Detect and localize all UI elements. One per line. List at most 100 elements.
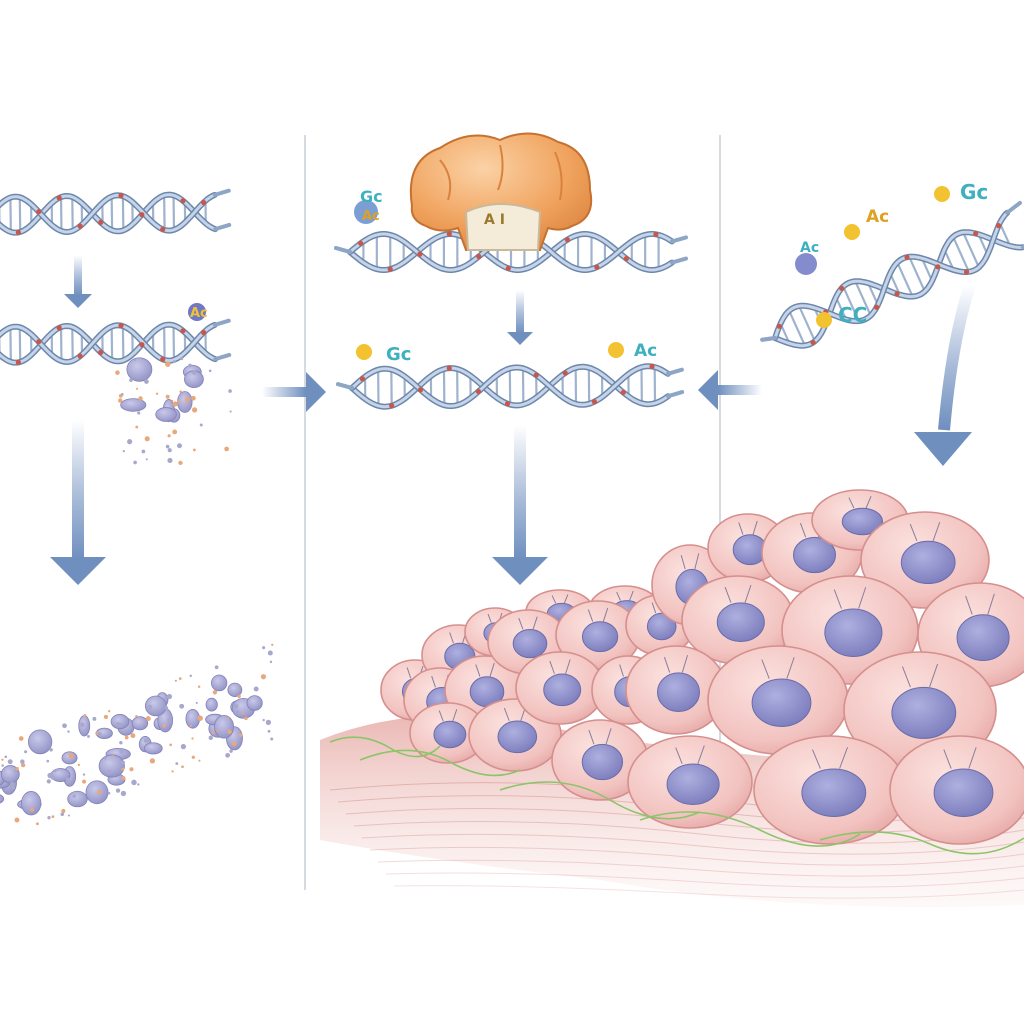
debris-speck bbox=[173, 401, 178, 406]
debris-speck bbox=[173, 360, 176, 363]
dna-helix-icon bbox=[0, 191, 229, 235]
debris-speck bbox=[51, 815, 54, 818]
cell-nucleus bbox=[513, 630, 547, 658]
debris-speck bbox=[224, 447, 229, 452]
debris-speck bbox=[127, 439, 132, 444]
cell-nucleus bbox=[934, 769, 993, 817]
cell-nucleus bbox=[667, 764, 719, 804]
debris-speck bbox=[1, 764, 4, 767]
tag-left-upper: Ac bbox=[188, 303, 208, 321]
debris-speck bbox=[135, 715, 137, 717]
debris-speck bbox=[178, 461, 182, 465]
svg-text:Gc: Gc bbox=[960, 180, 988, 204]
debris-blob bbox=[186, 709, 200, 728]
debris-speck bbox=[236, 710, 239, 713]
debris-speck bbox=[20, 759, 24, 763]
debris-speck bbox=[175, 680, 177, 682]
debris-speck bbox=[171, 400, 173, 402]
debris-blob bbox=[127, 358, 152, 382]
dna-mark bbox=[180, 328, 185, 333]
debris-speck bbox=[118, 398, 122, 402]
dna-mark bbox=[649, 364, 654, 369]
dna-rung bbox=[897, 262, 912, 296]
arrow-shaft bbox=[516, 290, 524, 333]
debris-blob bbox=[132, 717, 148, 730]
debris-speck bbox=[175, 762, 178, 765]
dna-mark bbox=[563, 370, 568, 375]
dna-mark bbox=[16, 230, 21, 235]
debris-speck bbox=[217, 730, 219, 732]
debris-speck bbox=[156, 393, 158, 395]
dna-mark bbox=[98, 220, 103, 225]
dna-mark bbox=[118, 323, 123, 328]
dna-mark bbox=[996, 223, 1001, 228]
debris-speck bbox=[92, 717, 96, 721]
svg-text:Ac: Ac bbox=[362, 209, 380, 224]
debris-speck bbox=[190, 725, 192, 727]
debris-speck bbox=[97, 790, 102, 795]
dna-end bbox=[668, 392, 682, 396]
dna-mark bbox=[904, 255, 909, 260]
debris-speck bbox=[50, 748, 53, 751]
debris-speck bbox=[215, 665, 219, 669]
dna-mark bbox=[417, 252, 422, 257]
debris-speck bbox=[82, 780, 86, 784]
debris-speck bbox=[145, 436, 150, 441]
debris-speck bbox=[228, 389, 232, 393]
dna-mark bbox=[447, 366, 452, 371]
debris-speck bbox=[177, 443, 182, 448]
cell-nucleus bbox=[717, 603, 764, 642]
svg-text:Gc: Gc bbox=[386, 344, 411, 365]
dna-mark bbox=[621, 390, 626, 395]
debris-blob bbox=[0, 794, 4, 804]
debris-speck bbox=[60, 813, 64, 817]
debris-speck bbox=[165, 361, 171, 367]
svg-text:Ac: Ac bbox=[800, 240, 819, 256]
debris-speck bbox=[209, 369, 212, 372]
debris-speck bbox=[129, 767, 133, 771]
debris-speck bbox=[167, 694, 172, 699]
debris-speck bbox=[47, 779, 51, 783]
debris-speck bbox=[115, 370, 120, 375]
debris-speck bbox=[142, 450, 146, 454]
debris-blob bbox=[156, 408, 177, 422]
debris-blob bbox=[99, 755, 124, 777]
svg-text:Ac: Ac bbox=[866, 207, 889, 227]
dna-mark bbox=[653, 232, 658, 237]
arrow-head bbox=[64, 294, 92, 308]
dna-mark bbox=[565, 237, 570, 242]
debris-speck bbox=[108, 792, 111, 795]
dna-mark bbox=[505, 401, 510, 406]
debris-speck bbox=[237, 695, 240, 698]
dna-mark bbox=[447, 231, 452, 236]
debris-speck bbox=[268, 651, 273, 656]
cell-icon bbox=[628, 736, 752, 828]
debris-speck bbox=[36, 822, 39, 825]
arrow-shaft bbox=[72, 420, 84, 560]
arrow-head bbox=[507, 332, 533, 345]
debris-speck bbox=[24, 750, 27, 753]
dna-mark bbox=[201, 330, 206, 335]
protein-complex-icon bbox=[411, 133, 591, 250]
debris-speck bbox=[80, 722, 84, 726]
debris-speck bbox=[68, 753, 73, 758]
debris-speck bbox=[179, 677, 182, 680]
tag-mid-top-left: Gc Ac bbox=[354, 187, 383, 224]
dna-mark bbox=[180, 198, 185, 203]
cell-nucleus bbox=[957, 615, 1009, 661]
debris-speck bbox=[196, 702, 198, 704]
debris-speck bbox=[138, 396, 142, 400]
debris-speck bbox=[270, 737, 273, 740]
debris-speck bbox=[14, 770, 16, 772]
debris-speck bbox=[133, 461, 137, 465]
debris-speck bbox=[47, 816, 50, 819]
debris-speck bbox=[185, 397, 190, 402]
debris-speck bbox=[227, 717, 229, 719]
dna-helix-icon bbox=[762, 203, 1024, 346]
dna-mark bbox=[624, 256, 629, 261]
debris-speck bbox=[121, 791, 126, 796]
debris-speck bbox=[190, 675, 192, 677]
tag-mid-lower-right: Ac bbox=[608, 341, 657, 361]
debris-speck bbox=[5, 756, 8, 759]
